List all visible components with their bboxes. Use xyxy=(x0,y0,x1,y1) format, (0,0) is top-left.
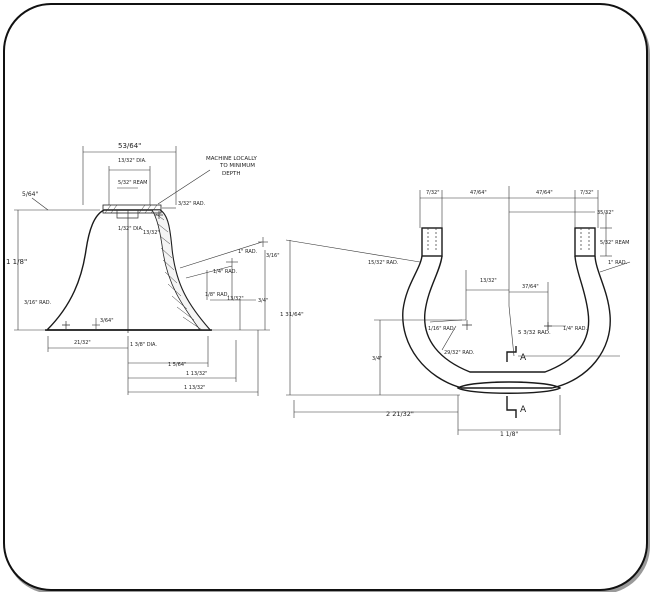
dim-bottom-2: 1 13/32" xyxy=(186,371,207,377)
dim-top-2: 47/64" xyxy=(470,190,487,196)
svg-text:A: A xyxy=(520,405,527,415)
bell-hatched-section xyxy=(102,204,211,331)
dim-bottom-1: 1 5/64" xyxy=(168,362,186,368)
dim-bottom-sub: 21/32" xyxy=(74,340,91,346)
right-arm-tube xyxy=(574,227,596,257)
dim-inner-b: 37/64" xyxy=(522,284,539,290)
dim-hatch-rad: 3/32" RAD. xyxy=(178,201,206,207)
dim-rad-low: 29/32" RAD. xyxy=(444,350,475,356)
dim-rad-right: 1" RAD. xyxy=(608,260,628,266)
dim-inner-width: 13/32" DIA. xyxy=(118,158,147,164)
stirrup-tread xyxy=(456,381,562,394)
note-machining-2: TO MINIMUM xyxy=(219,163,255,169)
dim-mid-right: 13/32" xyxy=(227,296,244,302)
dim-rad-2: 1/4" RAD. xyxy=(213,269,237,275)
dim-width-total: 2 21/32" xyxy=(386,410,414,418)
dim-top-4: 7/32" xyxy=(580,190,594,196)
dim-low: 3/4" xyxy=(372,356,382,362)
dim-center: 3/64" xyxy=(100,318,114,324)
dim-height-left: 1 1/8" xyxy=(6,258,27,266)
top-center-mark xyxy=(155,211,163,219)
dim-top-width: 53/64" xyxy=(118,142,141,150)
dim-ream-r: 5/32" REAM xyxy=(600,240,630,246)
dim-bottom-3: 1 13/32" xyxy=(184,385,205,391)
dim-rad-center: 5 3/32 RAD. xyxy=(518,330,551,336)
stirrup-dimension-lines xyxy=(285,186,631,435)
dim-r-top: 35/32" xyxy=(597,210,614,216)
dim-top-1: 7/32" xyxy=(426,190,440,196)
dim-rad-small: 1/16" RAD. xyxy=(428,326,456,332)
dim-diameter-base: 1 3/8" DIA. xyxy=(130,342,157,348)
dim-rad-right2: 1/4" RAD. xyxy=(563,326,587,332)
section-marker-top: A xyxy=(506,346,527,363)
dim-rad-1: 1" RAD. xyxy=(238,249,258,255)
dim-inner-a: 13/32" xyxy=(480,278,497,284)
right-center-mark xyxy=(544,322,552,330)
dim-height-total: 1 31/64" xyxy=(280,312,304,318)
dim-base-rad: 3/16" RAD. xyxy=(24,300,52,306)
right-view-stirrup: A A xyxy=(280,186,631,438)
left-center-mark xyxy=(462,320,472,330)
note-machining-3: DEPTH xyxy=(222,171,241,177)
bell-bore xyxy=(116,210,139,219)
base-center-mark xyxy=(62,321,70,329)
section-marker-bottom: A xyxy=(506,396,527,418)
dim-ream: 5/32" REAM xyxy=(118,180,148,186)
dim-right: 3/4" xyxy=(258,298,268,304)
stirrup-inner-u xyxy=(424,255,590,373)
stirrup-outer-u xyxy=(402,255,611,389)
drawing-frame xyxy=(3,3,648,591)
svg-text:A: A xyxy=(520,353,527,363)
left-view-bell: 53/64" 13/32" DIA. 5/32" REAM 5/64" 1 1/… xyxy=(6,142,280,396)
bell-dimension-lines xyxy=(14,146,270,396)
dim-top-3: 47/64" xyxy=(536,190,553,196)
dim-small-left: 5/64" xyxy=(22,191,38,198)
note-machining-1: MACHINE LOCALLY xyxy=(206,156,258,162)
dim-hole-2: 13/32" xyxy=(143,230,160,236)
dim-small-right: 3/16" xyxy=(266,253,280,259)
left-arm-tube xyxy=(421,227,443,257)
dim-base-width: 1 1/8" xyxy=(500,431,518,438)
dim-hole: 1/32" DIA. xyxy=(118,226,144,232)
dim-rad-3: 1/8" RAD. xyxy=(205,292,229,298)
dim-rad-outer: 15/32" RAD. xyxy=(368,260,399,266)
